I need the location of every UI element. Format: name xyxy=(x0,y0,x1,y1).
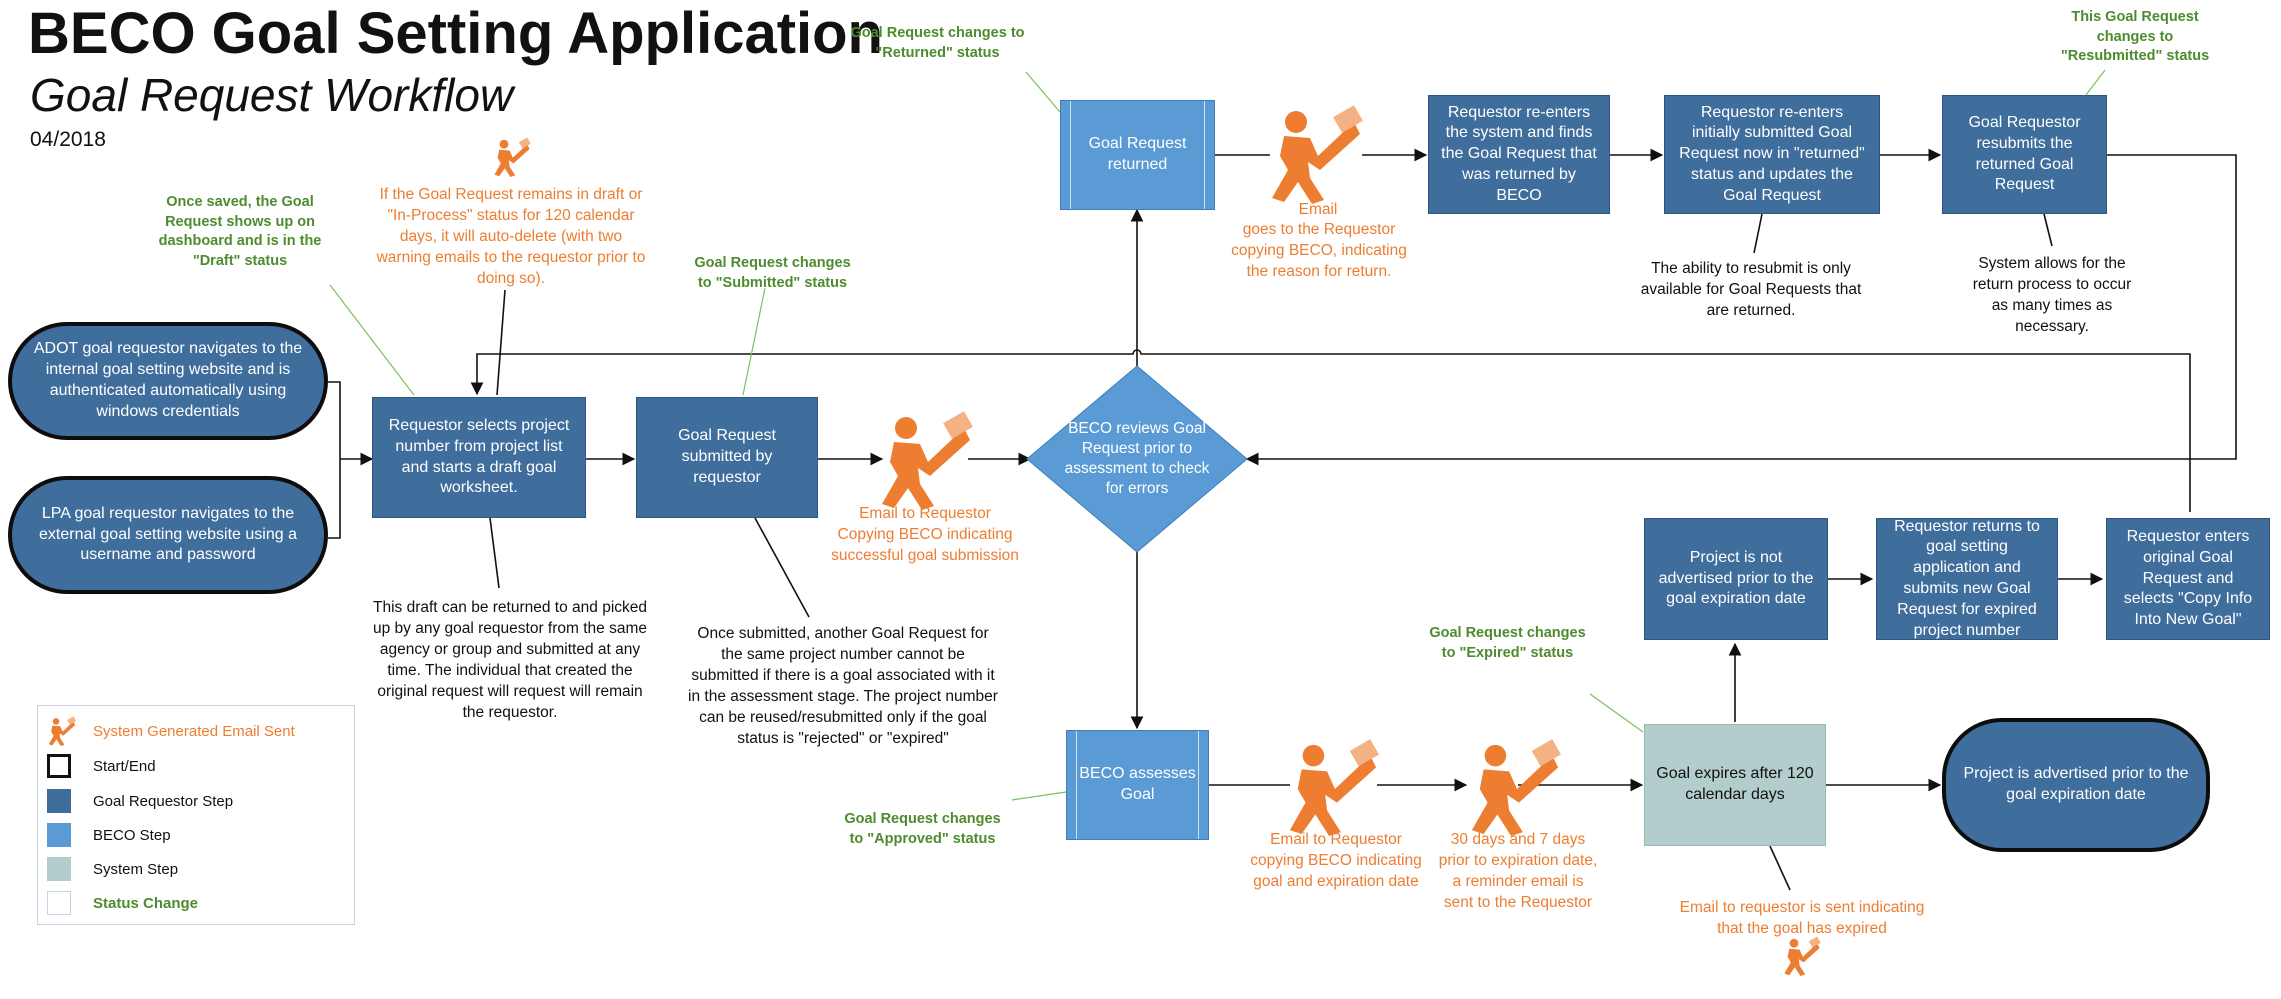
legend-item-status: Status Change xyxy=(38,891,198,915)
beco-reviews-decision: BECO reviews Goal Request prior to asses… xyxy=(1064,419,1210,498)
email-person-icon xyxy=(1784,936,1821,976)
legend-item-system: System Step xyxy=(38,857,178,881)
callout-resubmit-only xyxy=(1753,213,1763,254)
beco-swatch xyxy=(47,823,71,847)
legend-item-beco: BECO Step xyxy=(38,823,171,847)
callout-submitted-status xyxy=(742,287,766,396)
copy-info-step: Requestor enters original Goal Request a… xyxy=(2106,518,2270,640)
start-bracket-line xyxy=(328,381,341,539)
legend-label: Status Change xyxy=(93,894,199,912)
callout-expired-email xyxy=(1769,845,1791,891)
beco-assesses-step: BECO assesses Goal xyxy=(1066,730,1209,840)
lpa-start-node: LPA goal requestor navigates to the exte… xyxy=(8,476,328,594)
legend-item-start-end: Start/End xyxy=(38,754,156,778)
reenters-system-step: Requestor re-enters the system and finds… xyxy=(1428,95,1610,214)
legend-label: System Step xyxy=(93,860,179,878)
callout-autodelete xyxy=(496,289,506,396)
legend-label: BECO Step xyxy=(93,826,171,844)
auto-delete-email-label: If the Goal Request remains in draft or … xyxy=(376,186,646,287)
arrow-loop-to-select xyxy=(470,349,2191,512)
resubmits-step: Goal Requestor resubmits the returned Go… xyxy=(1942,95,2107,214)
once-submitted-note: Once submitted, another Goal Request for… xyxy=(688,625,998,747)
email-person-icon xyxy=(882,411,973,510)
legend-label: System Generated Email Sent xyxy=(93,722,295,740)
legend-label: Start/End xyxy=(93,757,156,775)
requestor-swatch xyxy=(47,789,71,813)
resubmit-only-note: The ability to resubmit is only availabl… xyxy=(1640,260,1862,319)
legend: System Generated Email Sent Start/End Go… xyxy=(37,705,355,925)
status-swatch xyxy=(47,891,71,915)
goal-expires-step: Goal expires after 120 calendar days xyxy=(1644,724,1826,846)
adot-start-node: ADOT goal requestor navigates to the int… xyxy=(8,322,328,440)
callout-expired-status xyxy=(1589,693,1644,733)
return-email-title: Email xyxy=(1298,201,1338,218)
email-person-icon xyxy=(1289,739,1379,836)
returned-status-label: Goal Request changes to "Returned" statu… xyxy=(850,25,1025,61)
not-advertised-step: Project is not advertised prior to the g… xyxy=(1644,518,1828,640)
submission-email-label: Email to Requestor Copying BECO indicati… xyxy=(831,505,1019,564)
resubmitted-status-label: This Goal Request changes to "Resubmitte… xyxy=(2060,9,2210,65)
reenters-initial-step: Requestor re-enters initially submitted … xyxy=(1664,95,1880,214)
page-date: 04/2018 xyxy=(30,128,106,151)
callout-once-submitted xyxy=(754,517,810,618)
system-swatch xyxy=(47,857,71,881)
draft-status-label: Once saved, the Goal Request shows up on… xyxy=(158,194,322,269)
submitted-status-label: Goal Request changes to "Submitted" stat… xyxy=(694,255,851,291)
return-process-note: System allows for the return process to … xyxy=(1972,255,2132,335)
arrow-resubmit-to-review xyxy=(1245,154,2237,466)
return-email-label: goes to the Requestor copying BECO, indi… xyxy=(1231,221,1407,280)
start-end-swatch xyxy=(47,754,71,778)
callout-resubmitted-status xyxy=(2085,69,2106,96)
reminder-email-label: 30 days and 7 days prior to expiration d… xyxy=(1438,831,1598,911)
legend-label: Goal Requestor Step xyxy=(93,792,234,810)
expired-email-label: Email to requestor is sent indicating th… xyxy=(1679,899,1925,937)
callout-draft-return xyxy=(489,517,500,589)
select-project-step: Requestor selects project number from pr… xyxy=(372,397,586,518)
returned-step: Goal Request returned xyxy=(1060,100,1215,210)
draft-return-note: This draft can be returned to and picked… xyxy=(373,599,647,721)
returns-app-step: Requestor returns to goal setting applic… xyxy=(1876,518,2058,640)
callout-draft-status xyxy=(329,284,415,396)
email-person-icon xyxy=(494,137,531,177)
legend-item-requestor: Goal Requestor Step xyxy=(38,789,233,813)
callout-return-process xyxy=(2043,213,2053,247)
email-person-icon xyxy=(1471,739,1561,836)
legend-item-email: System Generated Email Sent xyxy=(38,716,295,746)
review-diamond-shape xyxy=(1026,365,1248,553)
callout-returned-status xyxy=(1025,71,1061,113)
callout-approved-status xyxy=(1011,791,1067,801)
page-subtitle: Goal Request Workflow xyxy=(30,69,514,121)
email-person-icon xyxy=(48,716,77,746)
submitted-step: Goal Request submitted by requestor xyxy=(636,397,818,518)
email-person-icon xyxy=(1272,105,1363,204)
page-title: BECO Goal Setting Application xyxy=(28,1,883,66)
approved-status-label: Goal Request changes to "Approved" statu… xyxy=(844,811,1001,847)
approval-email-label: Email to Requestor copying BECO indicati… xyxy=(1250,831,1422,890)
advertised-end-node: Project is advertised prior to the goal … xyxy=(1942,718,2210,852)
expired-status-label: Goal Request changes to "Expired" status xyxy=(1429,625,1586,661)
